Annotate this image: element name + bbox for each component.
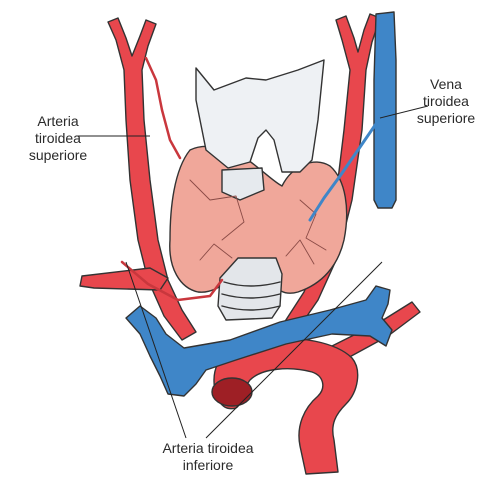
label-line: superiore	[412, 110, 480, 127]
aorta-cut-end	[212, 378, 252, 406]
right-jugular-vein	[374, 12, 396, 208]
label-line: Arteria	[2, 113, 114, 130]
label-line: Arteria tiroidea	[138, 440, 278, 457]
label-line: inferiore	[138, 457, 278, 474]
label-arteria-tiroidea-inferiore: Arteria tiroidea inferiore	[138, 440, 278, 474]
label-line: Vena	[412, 76, 480, 93]
label-vena-tiroidea-superiore: Vena tiroidea superiore	[412, 76, 480, 127]
thyroid-cartilage	[196, 60, 324, 172]
label-line: tiroidea	[412, 93, 480, 110]
superior-thyroid-artery	[146, 58, 180, 158]
label-arteria-tiroidea-superiore: Arteria tiroidea superiore	[2, 113, 114, 164]
label-line: superiore	[2, 147, 114, 164]
label-line: tiroidea	[2, 130, 114, 147]
